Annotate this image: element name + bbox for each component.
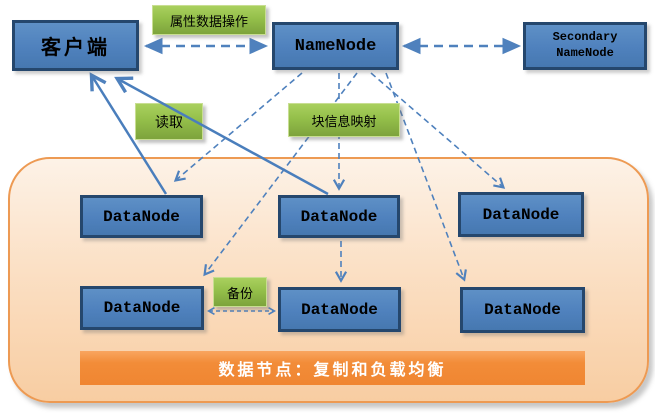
datanode-box-4: DataNode [80, 286, 204, 330]
label-backup-text: 备份 [226, 286, 253, 302]
cluster-banner: 数据节点：复制和负载均衡 [80, 351, 585, 385]
datanode-label: DataNode [301, 300, 378, 319]
secondary-namenode-label-line1: Secondary [552, 30, 618, 45]
label-read: 读取 [135, 103, 203, 140]
datanode-box-1: DataNode [80, 195, 203, 238]
cluster-banner-text: 数据节点：复制和负载均衡 [218, 360, 447, 379]
datanode-label: DataNode [103, 299, 181, 317]
datanode-label: DataNode [103, 207, 180, 226]
label-block-info-mapping: 块信息映射 [288, 103, 400, 137]
secondary-namenode-box: Secondary NameNode [523, 22, 647, 70]
datanode-label: DataNode [482, 205, 560, 224]
client-node-label: 客户端 [41, 35, 110, 59]
datanode-box-3: DataNode [458, 192, 584, 237]
datanode-label: DataNode [300, 207, 378, 226]
label-backup: 备份 [213, 277, 267, 307]
secondary-namenode-label-line2: NameNode [556, 46, 614, 60]
datanode-box-2: DataNode [278, 195, 400, 238]
datanode-label: DataNode [484, 301, 561, 319]
datanode-box-6: DataNode [460, 287, 585, 333]
datanode-box-5: DataNode [278, 287, 401, 332]
namenode-label: NameNode [294, 36, 377, 56]
label-read-text: 读取 [155, 114, 183, 131]
label-metadata-operations: 属性数据操作 [152, 5, 266, 35]
client-node-box: 客户端 [12, 20, 139, 71]
label-metadata-operations-text: 属性数据操作 [169, 14, 248, 30]
label-block-info-mapping-text: 块信息映射 [311, 114, 377, 130]
namenode-box: NameNode [272, 22, 399, 70]
